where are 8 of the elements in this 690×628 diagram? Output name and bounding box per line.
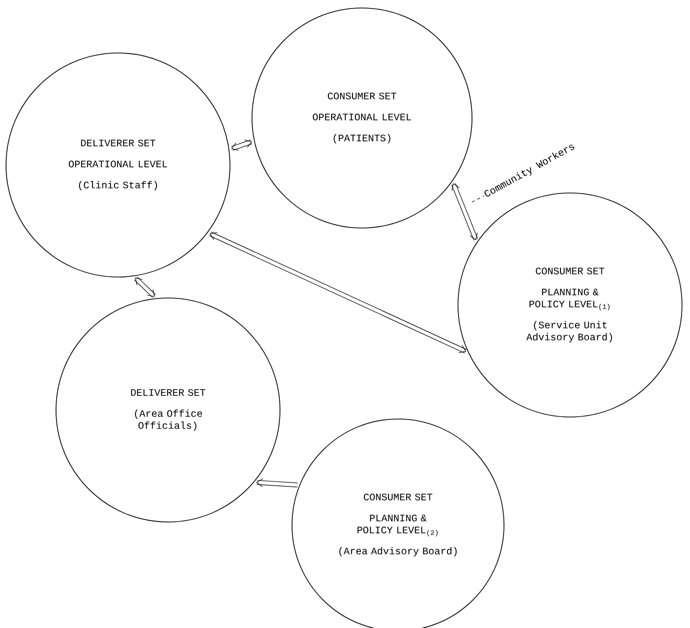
double-arrow bbox=[134, 276, 156, 298]
circle-node: CONSUMER SET OPERATIONAL LEVEL (PATIENTS) bbox=[252, 8, 472, 228]
double-arrow bbox=[256, 478, 298, 488]
double-arrow bbox=[209, 232, 467, 354]
double-arrow bbox=[451, 183, 478, 240]
double-arrow bbox=[231, 140, 252, 151]
circle-node: DELIVERER SET (Area Office Officials) bbox=[56, 298, 280, 522]
circle-node: DELIVERER SET OPERATIONAL LEVEL (Clinic Staff) bbox=[6, 52, 230, 278]
